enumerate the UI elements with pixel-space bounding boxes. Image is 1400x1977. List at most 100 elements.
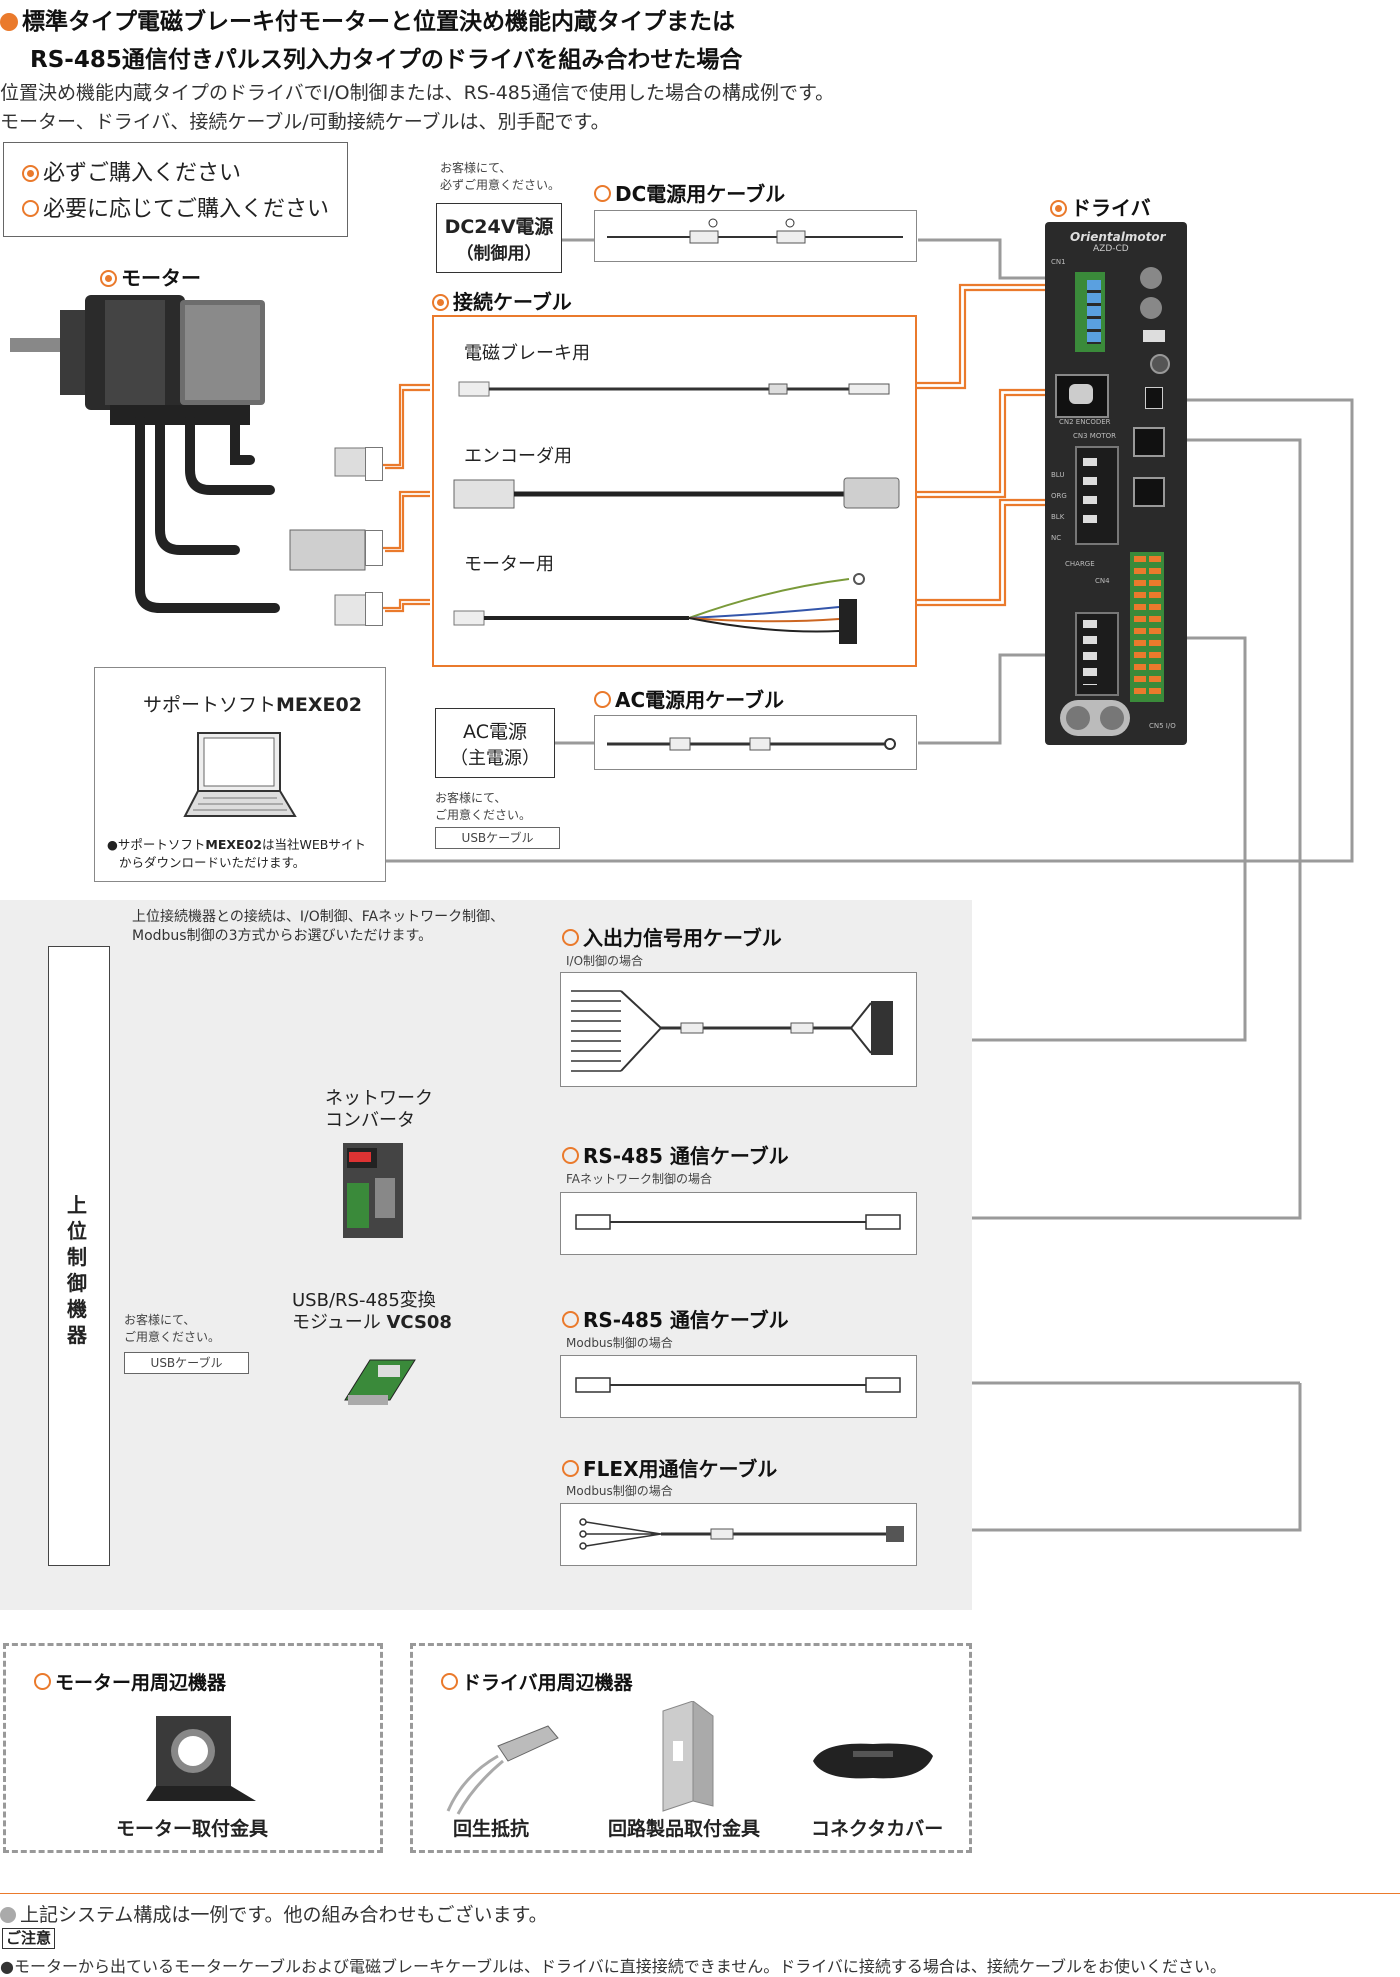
brake-cable-label: 電磁ブレーキ用 bbox=[464, 343, 590, 364]
caution-title: ご注意 bbox=[2, 1928, 56, 1949]
dc-cable-image bbox=[607, 218, 903, 244]
caution-text: ●モーターから出ているモーターケーブルおよび電磁ブレーキケーブルは、ドライバに直… bbox=[0, 1957, 1226, 1976]
cn3-motor-port bbox=[1075, 446, 1119, 545]
orange-wires-motor-side bbox=[380, 383, 430, 613]
required-dot-icon bbox=[0, 13, 18, 31]
dc-cable-title: DC電源用ケーブル bbox=[594, 178, 785, 207]
host-controller: 上位制御機器 bbox=[48, 946, 110, 1566]
rs485-modbus-cable-image bbox=[575, 1377, 901, 1393]
description-line-2: モーター、ドライバ、接続ケーブル/可動接続ケーブルは、別手配です。 bbox=[0, 111, 610, 133]
rs485-modbus-cable-sub: Modbus制御の場合 bbox=[566, 1336, 673, 1350]
motor-peripherals-box: モーター用周辺機器 モーター取付金具 bbox=[3, 1643, 383, 1853]
motor-image bbox=[10, 295, 376, 626]
motor-cable-image bbox=[453, 573, 865, 644]
regen-resistor-label: 回生抵抗 bbox=[453, 1818, 530, 1840]
io-cable-box bbox=[560, 972, 917, 1087]
page-subtitle: RS-485通信付きパルス列入力タイプのドライバを組み合わせた場合 bbox=[30, 47, 743, 73]
required-mark-icon bbox=[22, 165, 39, 182]
bullet-icon bbox=[0, 1907, 16, 1923]
driver-io: CN5 I/O bbox=[1149, 722, 1176, 730]
cn2-encoder-port bbox=[1055, 374, 1109, 418]
optional-mark-icon bbox=[562, 929, 579, 946]
footer-note: 上記システム構成は一例です。他の組み合わせもございます。 bbox=[0, 1900, 548, 1927]
driver-peripherals-title: ドライバ用周辺機器 bbox=[441, 1668, 633, 1695]
reset-button bbox=[1150, 354, 1170, 374]
legend-optional: 必要に応じてご購入ください bbox=[22, 191, 329, 223]
optional-mark-icon bbox=[441, 1673, 458, 1690]
dc-power-note: お客様にて、 必ずご用意ください。 bbox=[440, 161, 561, 192]
rs485-modbus-cable-title: RS-485 通信ケーブル bbox=[562, 1304, 789, 1333]
driver-model: AZD-CD bbox=[1093, 244, 1129, 254]
footer-divider bbox=[0, 1893, 1400, 1894]
grounding-terminal bbox=[1060, 700, 1130, 736]
rotary-switch-2 bbox=[1140, 297, 1162, 319]
rs485-fa-cable-box bbox=[560, 1192, 917, 1255]
flex-cable-box bbox=[560, 1503, 917, 1566]
rs485-fa-cable-title: RS-485 通信ケーブル bbox=[562, 1140, 789, 1169]
connector-cover-image bbox=[813, 1743, 933, 1779]
io-cable-image bbox=[571, 990, 893, 1072]
network-converter-image bbox=[343, 1143, 403, 1238]
motor-connector-cap bbox=[365, 592, 383, 626]
optional-mark-icon bbox=[562, 1147, 579, 1164]
motor-peripherals-title: モーター用周辺機器 bbox=[34, 1668, 226, 1695]
driver-charge: CHARGE bbox=[1065, 560, 1095, 568]
legend-box: 必ずご購入ください 必要に応じてご購入ください bbox=[3, 142, 348, 237]
legend-required: 必ずご購入ください bbox=[22, 155, 241, 187]
rotary-switch-1 bbox=[1140, 267, 1162, 289]
connection-cables-title: 接続ケーブル bbox=[432, 286, 572, 315]
usb-module-label: USB/RS-485変換 モジュール VCS08 bbox=[292, 1290, 452, 1333]
network-converter-label: ネットワーク コンバータ bbox=[325, 1088, 433, 1131]
optional-mark-icon bbox=[22, 200, 39, 217]
support-software-title: サポートソフトMEXE02 bbox=[143, 694, 362, 716]
host-intro: 上位接続機器との接続は、I/O制御、FAネットワーク制御、 Modbus制御の3… bbox=[132, 909, 505, 944]
din-bracket-image bbox=[662, 1701, 714, 1812]
orange-wires-driver-side bbox=[915, 283, 1070, 607]
motor-bracket-label: モーター取付金具 bbox=[116, 1818, 269, 1840]
rs485-modbus-cable-box bbox=[560, 1355, 917, 1418]
driver-cn2: CN2 ENCODER bbox=[1059, 418, 1111, 426]
driver-image: Orientalmotor AZD-CD CN1 CN2 ENCODER CN3… bbox=[1045, 222, 1187, 745]
cn1-terminal bbox=[1075, 272, 1105, 352]
connector-cover-label: コネクタカバー bbox=[811, 1818, 944, 1840]
encoder-cable-image bbox=[453, 477, 900, 509]
dip-switch bbox=[1143, 330, 1165, 342]
optional-mark-icon bbox=[594, 691, 611, 708]
description-line-1: 位置決め機能内蔵タイプのドライバでI/O制御または、RS-485通信で使用した場… bbox=[0, 82, 835, 104]
cn4-ac-port bbox=[1075, 612, 1119, 696]
usb-cable-label: USBケーブル bbox=[435, 827, 560, 849]
rs485-port-1 bbox=[1133, 427, 1165, 457]
cn5-io-terminal bbox=[1130, 552, 1164, 702]
dc-power-supply: DC24V電源 （制御用） bbox=[436, 203, 562, 273]
usb-module-image bbox=[344, 1359, 416, 1405]
ac-power-supply: AC電源 （主電源） bbox=[435, 708, 555, 778]
support-software-note: ●サポートソフトMEXE02は当社WEBサイト からダウンロードいただけます。 bbox=[107, 837, 366, 870]
regen-resistor-image bbox=[446, 1725, 559, 1815]
encoder-connector-cap bbox=[365, 530, 383, 566]
usb-note: お客様にて、 ご用意ください。 bbox=[435, 791, 532, 822]
din-bracket-label: 回路製品取付金具 bbox=[608, 1818, 761, 1840]
optional-mark-icon bbox=[34, 1673, 51, 1690]
rs485-fa-cable-image bbox=[575, 1214, 901, 1230]
driver-cn1: CN1 bbox=[1051, 258, 1066, 266]
ac-cable-box bbox=[594, 715, 917, 770]
host-controller-label: 上位制御機器 bbox=[67, 1193, 87, 1347]
motor-label: モーター bbox=[100, 262, 201, 291]
driver-peripherals-box: ドライバ用周辺機器 回生抵抗 回路製品取付金具 コネクタカバー bbox=[410, 1643, 972, 1853]
brake-connector-cap bbox=[365, 447, 383, 481]
dc-cable-box bbox=[594, 210, 917, 262]
motor-bracket-image bbox=[146, 1716, 256, 1801]
driver-brand: Orientalmotor bbox=[1070, 230, 1166, 244]
required-mark-icon bbox=[432, 294, 449, 311]
flex-cable-image bbox=[579, 1518, 904, 1550]
rs485-fa-cable-sub: FAネットワーク制御の場合 bbox=[566, 1172, 713, 1186]
encoder-cable-label: エンコーダ用 bbox=[464, 446, 572, 467]
io-cable-sub: I/O制御の場合 bbox=[566, 954, 644, 968]
ac-cable-title: AC電源用ケーブル bbox=[594, 684, 784, 713]
flex-cable-sub: Modbus制御の場合 bbox=[566, 1484, 673, 1498]
connection-cables-box: 電磁ブレーキ用 エンコーダ用 モーター用 bbox=[432, 315, 917, 667]
host-usb-cable-label: USBケーブル bbox=[124, 1352, 249, 1374]
rs485-port-2 bbox=[1133, 477, 1165, 507]
ac-cable-image bbox=[607, 737, 896, 751]
motor-cable-label: モーター用 bbox=[464, 554, 554, 575]
